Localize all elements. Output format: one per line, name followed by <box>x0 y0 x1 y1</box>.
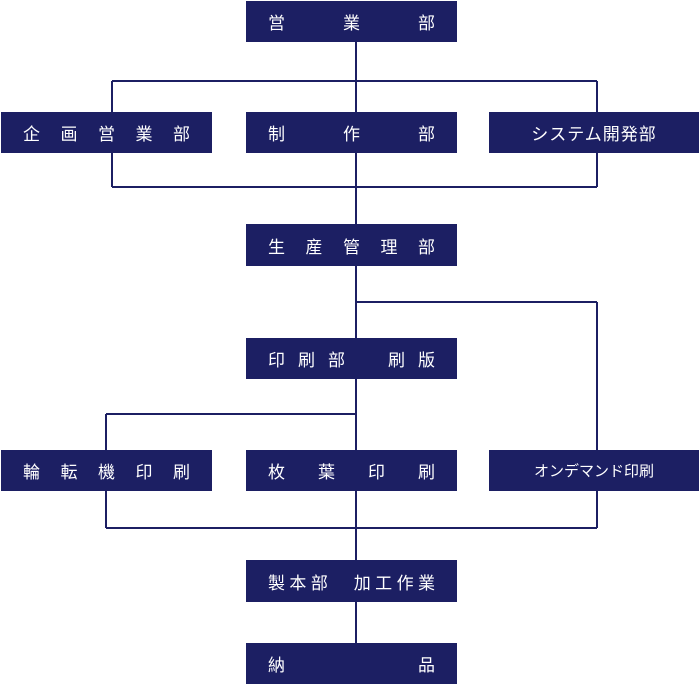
box-seisan-kanri: 生産管理部 <box>246 224 457 266</box>
box-eigyo: 営 業 部 <box>246 1 457 42</box>
box-kikaku-eigyo: 企画営業部 <box>1 112 212 153</box>
box-system-kaihatsu: システム開発部 <box>489 112 699 153</box>
box-kikaku-eigyo-label: 企画営業部 <box>23 125 190 145</box>
box-eigyo-label: 営 業 部 <box>268 14 435 34</box>
box-rintenki-insatsu: 輪転機印刷 <box>1 450 212 491</box>
box-insatsu-seihan-label: 印刷部 刷版 <box>268 351 435 371</box>
box-seihon-kakou: 製本部 加工作業 <box>246 560 457 602</box>
box-ondemand-insatsu-label: オンデマンド印刷 <box>533 462 654 480</box>
box-seisaku: 制 作 部 <box>246 112 457 153</box>
box-maiyo-insatsu-label: 枚 葉 印 刷 <box>268 463 435 483</box>
box-rintenki-insatsu-label: 輪転機印刷 <box>23 463 190 483</box>
box-seihon-kakou-label: 製本部 加工作業 <box>268 573 435 594</box>
box-insatsu-seihan: 印刷部 刷版 <box>246 338 457 379</box>
box-nouhin-label: 納 品 <box>268 656 435 676</box>
box-ondemand-insatsu: オンデマンド印刷 <box>489 450 699 491</box>
box-seisan-kanri-label: 生産管理部 <box>268 237 435 258</box>
box-nouhin: 納 品 <box>246 643 457 684</box>
box-maiyo-insatsu: 枚 葉 印 刷 <box>246 450 457 491</box>
box-seisaku-label: 制 作 部 <box>268 125 435 145</box>
box-system-kaihatsu-label: システム開発部 <box>531 125 657 145</box>
